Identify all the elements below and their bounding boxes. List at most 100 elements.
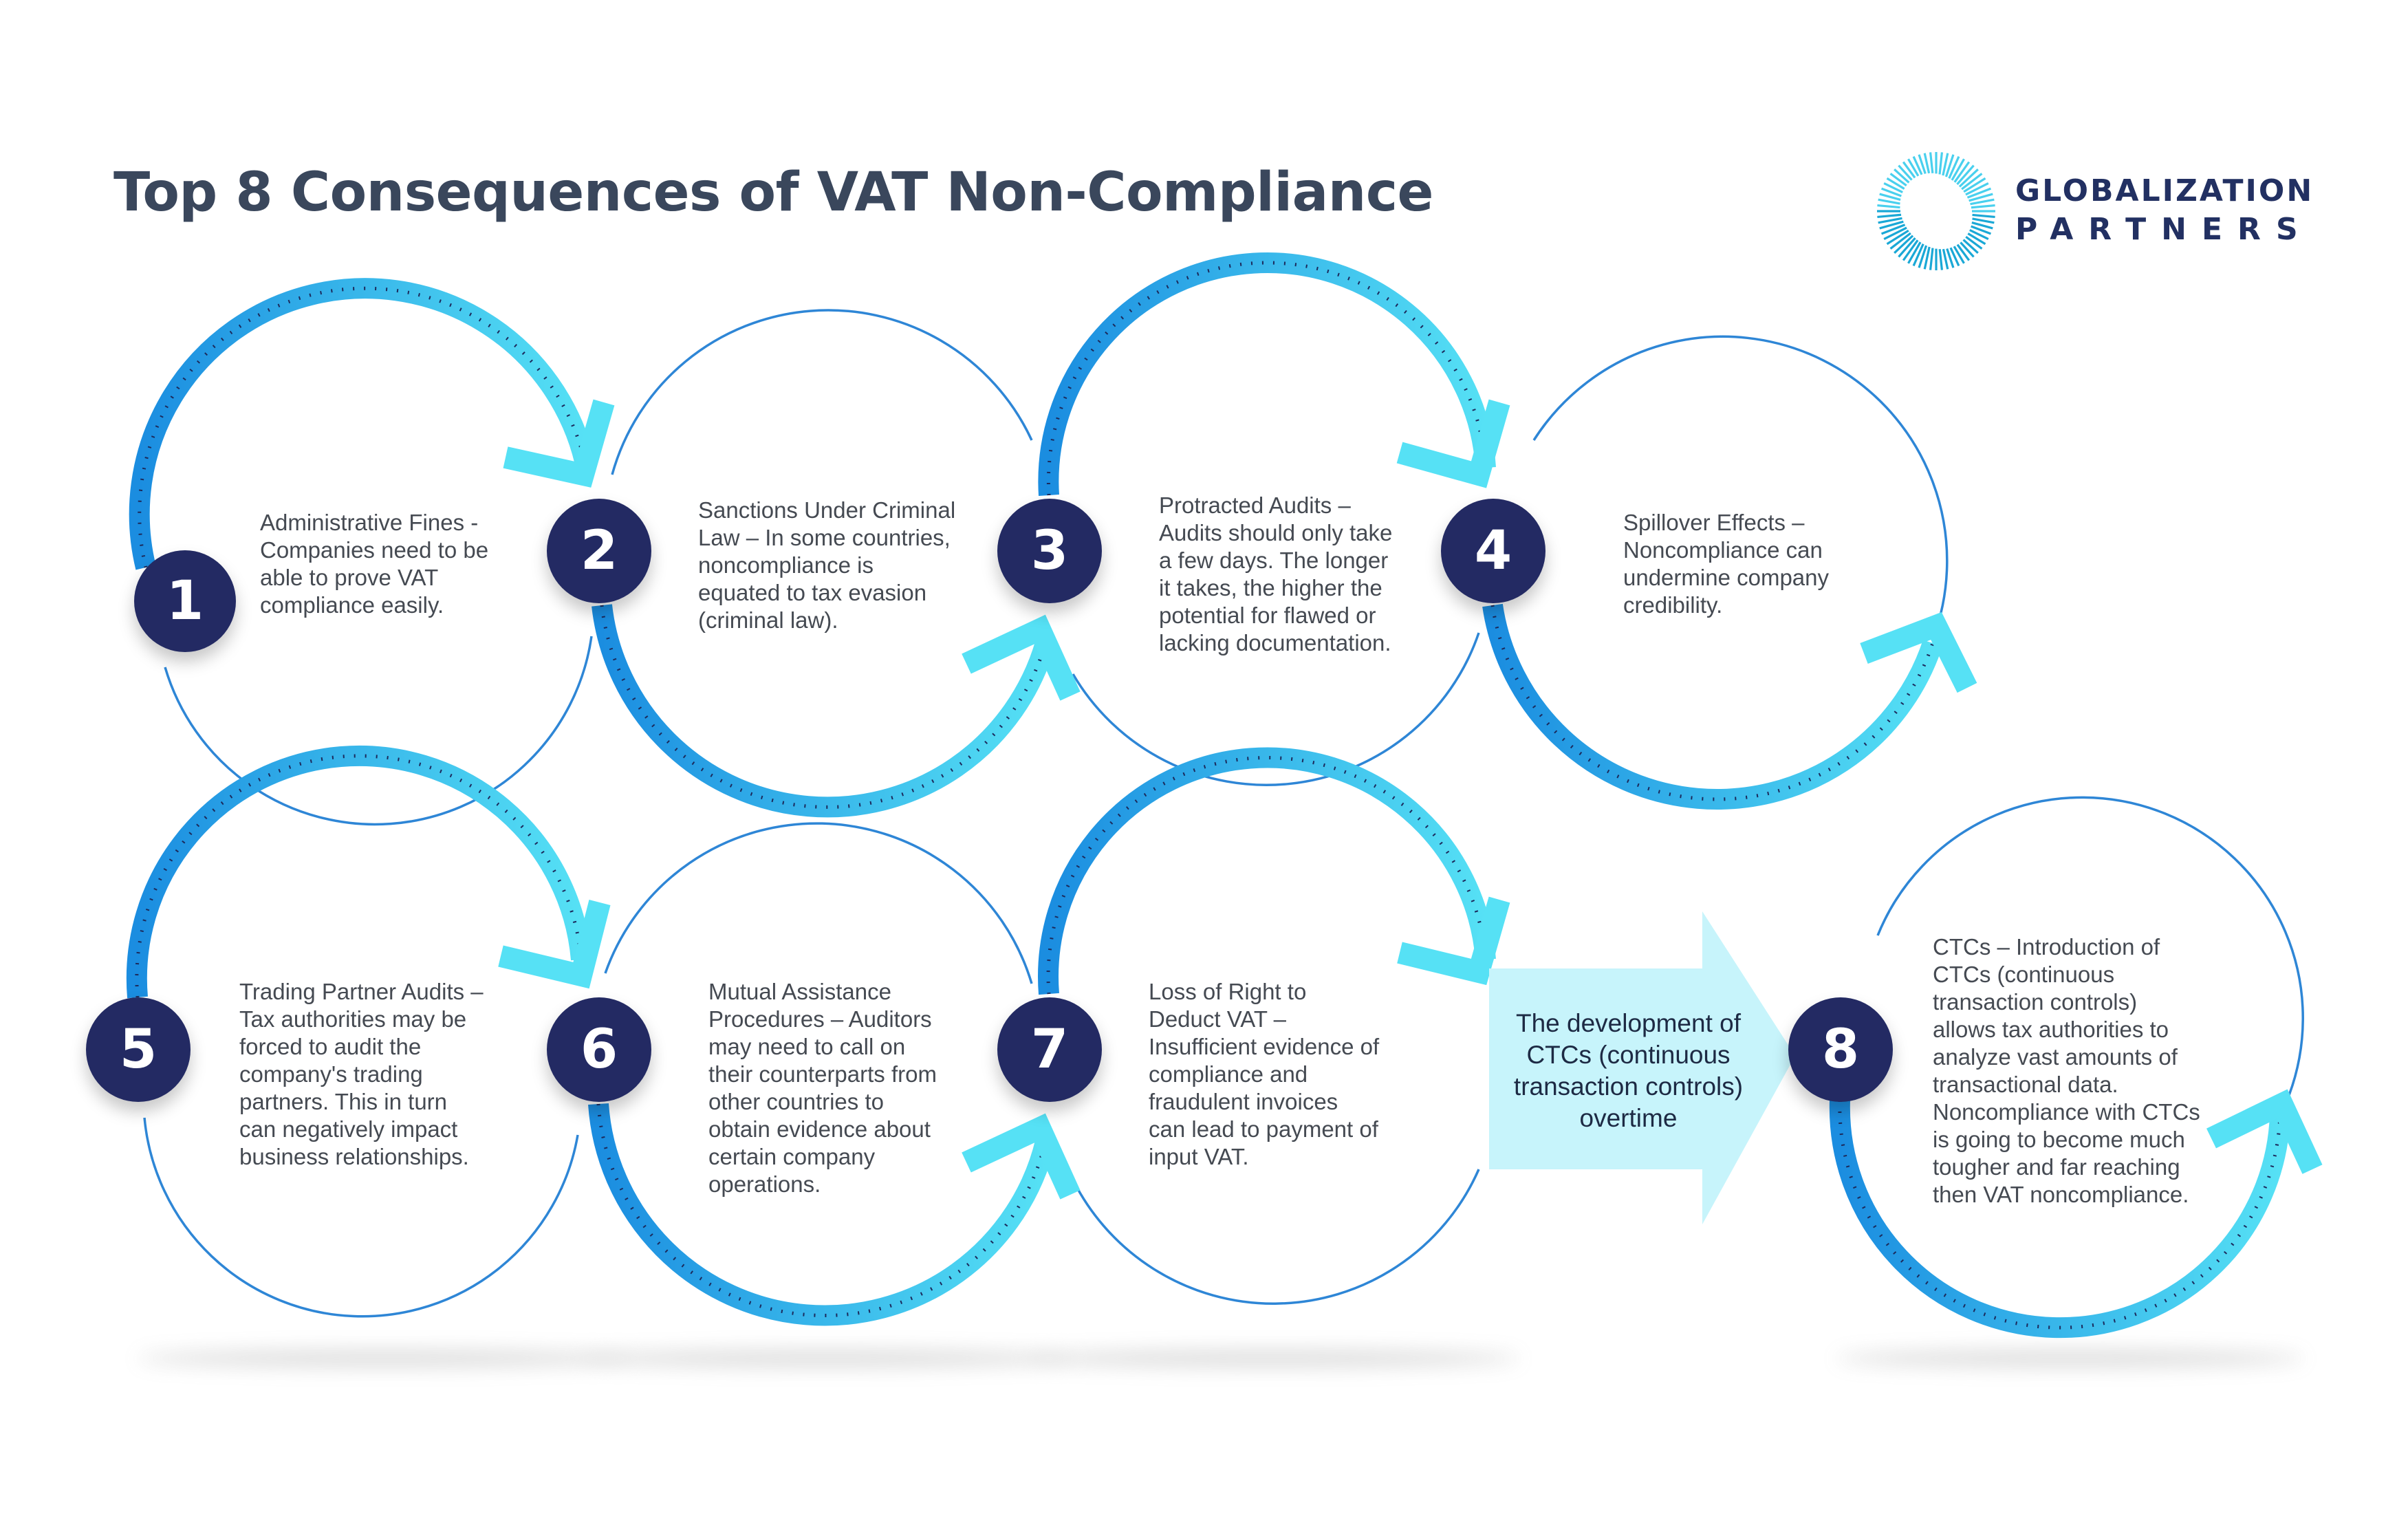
step-3-text: Protracted Audits – Audits should only t…: [1159, 492, 1393, 656]
circle-2-outline: [611, 309, 1033, 475]
circle-7-outline: [1068, 1169, 1480, 1305]
logo-ray: [1877, 213, 1902, 219]
logo-ray: [1878, 217, 1902, 224]
step-2-number: 2: [580, 520, 618, 582]
ring-of-rays-icon: [1877, 152, 1995, 270]
arrow-4-to-next: [1482, 603, 1977, 810]
logo-ray: [1942, 248, 1949, 270]
logo-ray: [1877, 204, 1900, 209]
step-7-text: Loss of Right to Deduct VAT – Insufficie…: [1149, 979, 1380, 1169]
arrow-3-to-4: [1038, 252, 1510, 496]
logo-ray: [1968, 193, 1993, 202]
step-4-badge: 4: [1441, 499, 1545, 603]
logo-ray: [1967, 232, 1986, 246]
circle-5-outline: [143, 1117, 579, 1318]
logo-text-line1: GLOBALIZATION: [2015, 173, 2314, 208]
logo-ray: [1946, 248, 1955, 268]
logo-ray: [1923, 153, 1931, 174]
logo-ray: [1958, 169, 1979, 188]
logo-ray: [1966, 187, 1992, 199]
logo-ray: [1929, 152, 1934, 174]
logo-ray: [1883, 226, 1907, 240]
logo-ray: [1918, 154, 1927, 175]
logo-ray: [1912, 155, 1923, 175]
logo-ray: [1902, 239, 1919, 261]
logo-ray: [1971, 225, 1992, 235]
logo-ray: [1942, 153, 1949, 176]
logo-ray: [1898, 164, 1913, 181]
logo-ray: [1880, 224, 1906, 235]
bridge-arrow-shape: [1489, 911, 1795, 1224]
step-8-badge: 8: [1788, 997, 1893, 1102]
step-5-text: Trading Partner Audits – Tax authorities…: [239, 979, 484, 1169]
logo-ray: [1963, 177, 1986, 193]
arrow-5-to-6: [126, 745, 611, 999]
page-title: Top 8 Consequences of VAT Non-Compliance: [113, 162, 1433, 224]
step-1-text: Administrative Fines - Companies need to…: [260, 510, 489, 618]
logo-ray: [1886, 177, 1905, 190]
logo-ray: [1972, 213, 1995, 219]
logo-ray: [1886, 229, 1909, 246]
logo-ray: [1918, 245, 1928, 268]
step-2-badge: 2: [547, 499, 651, 603]
logo-ray: [1956, 243, 1971, 261]
logo-ray: [1960, 241, 1975, 258]
globalization-partners-logo: GLOBALIZATION PARTNERS: [1871, 146, 2312, 277]
arrow-8-out: [1829, 1089, 2323, 1339]
floor-shadows: [138, 1350, 2304, 1367]
logo-ray: [1953, 246, 1965, 264]
logo-ray: [1894, 169, 1910, 184]
step-1-number: 1: [166, 570, 204, 632]
logo-text-line2: PARTNERS: [2015, 212, 2313, 247]
logo-ray: [1938, 152, 1944, 175]
logo-ray: [1965, 182, 1989, 196]
circle-6-outline: [604, 822, 1033, 984]
logo-ray: [1970, 198, 1995, 206]
logo-ray: [1880, 187, 1902, 197]
logo-ray: [1898, 237, 1916, 258]
logo-ray: [1971, 204, 1995, 209]
logo-ray: [1938, 248, 1944, 270]
circle-outlines: [143, 309, 2305, 1318]
arrow-6-to-7: [588, 1103, 1081, 1326]
step-2-text: Sanctions Under Criminal Law – In some c…: [698, 497, 956, 633]
logo-ray: [1949, 247, 1960, 267]
logo-ray: [1944, 154, 1955, 177]
step-8-text: CTCs – Introduction of CTCs (continuous …: [1933, 934, 2200, 1207]
circle-8-outline: [1876, 796, 2305, 1101]
logo-ray: [1969, 228, 1989, 240]
logo-ray: [1907, 241, 1922, 264]
step-4-text: Spillover Effects – Noncompliance can un…: [1623, 510, 1829, 618]
step-6-text: Mutual Assistance Procedures – Auditors …: [708, 979, 937, 1197]
step-4-number: 4: [1474, 520, 1512, 582]
step-5-badge: 5: [86, 997, 191, 1102]
step-6-badge: 6: [547, 997, 651, 1102]
logo-ray: [1972, 217, 1995, 224]
step-7-number: 7: [1030, 1019, 1069, 1081]
arrow-7-to-bridge: [1038, 747, 1510, 995]
step-1-badge: 1: [134, 550, 236, 652]
logo-ray: [1962, 239, 1979, 254]
arrow-2-to-3: [592, 604, 1081, 818]
logo-ray: [1956, 164, 1975, 186]
step-6-number: 6: [580, 1019, 618, 1081]
logo-ray: [1971, 221, 1993, 230]
logo-ray: [1894, 235, 1914, 254]
logo-ray: [1883, 182, 1903, 194]
logo-ray: [1953, 161, 1971, 183]
logo-ray: [1923, 246, 1931, 270]
logo-ray: [1889, 173, 1907, 187]
logo-ray: [1912, 243, 1924, 267]
logo-ray: [1878, 198, 1900, 205]
flow-arrows: [126, 252, 2323, 1339]
bridge-text: The development of CTCs (continuous tran…: [1513, 1009, 1744, 1132]
logo-ray: [1951, 158, 1965, 181]
circle-4-outline: [1532, 335, 1949, 640]
step-3-number: 3: [1030, 520, 1069, 582]
step-8-number: 8: [1821, 1019, 1860, 1081]
circle-3-outline: [1072, 632, 1480, 786]
logo-ray: [1902, 161, 1916, 179]
logo-ray: [1929, 248, 1934, 270]
logo-ray: [1961, 173, 1983, 191]
